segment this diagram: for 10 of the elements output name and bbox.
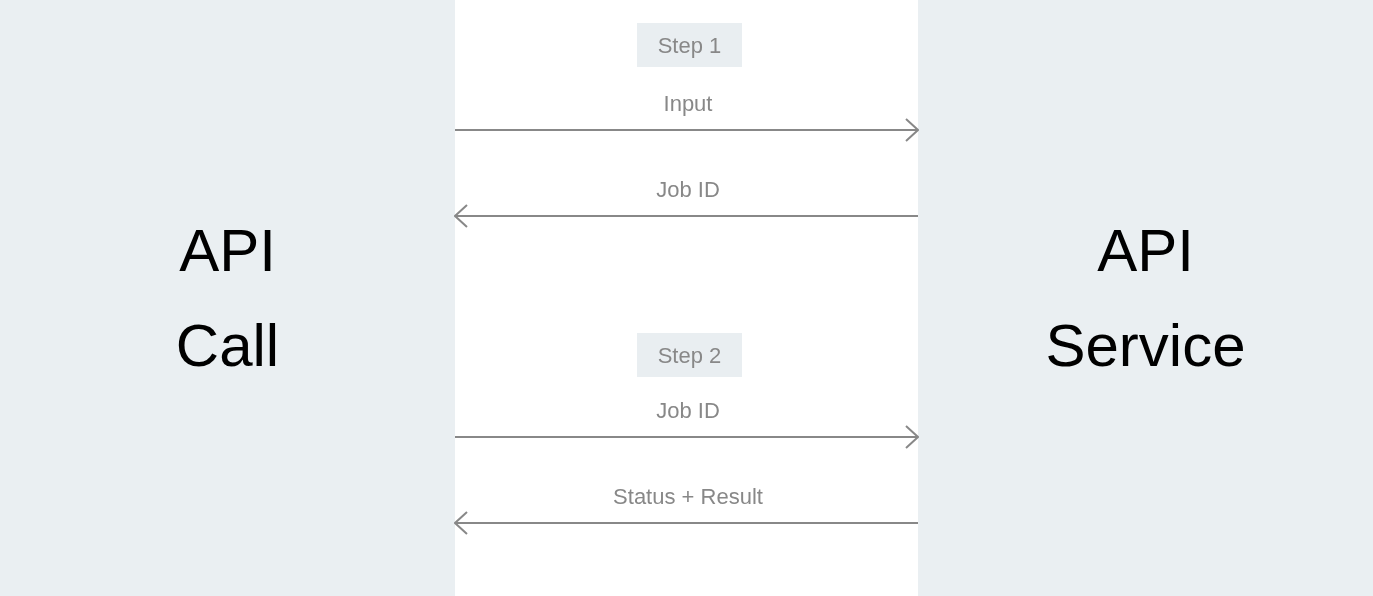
arrow xyxy=(454,425,919,449)
arrow xyxy=(454,511,919,535)
step-label: Step 1 xyxy=(657,31,722,60)
arrow xyxy=(454,204,919,228)
panel-title: API Call xyxy=(174,216,281,381)
panel-title: API Service xyxy=(1044,216,1247,381)
step-label: Step 2 xyxy=(657,341,722,370)
panel xyxy=(918,0,1373,596)
panel xyxy=(0,0,455,596)
arrow xyxy=(454,118,919,142)
